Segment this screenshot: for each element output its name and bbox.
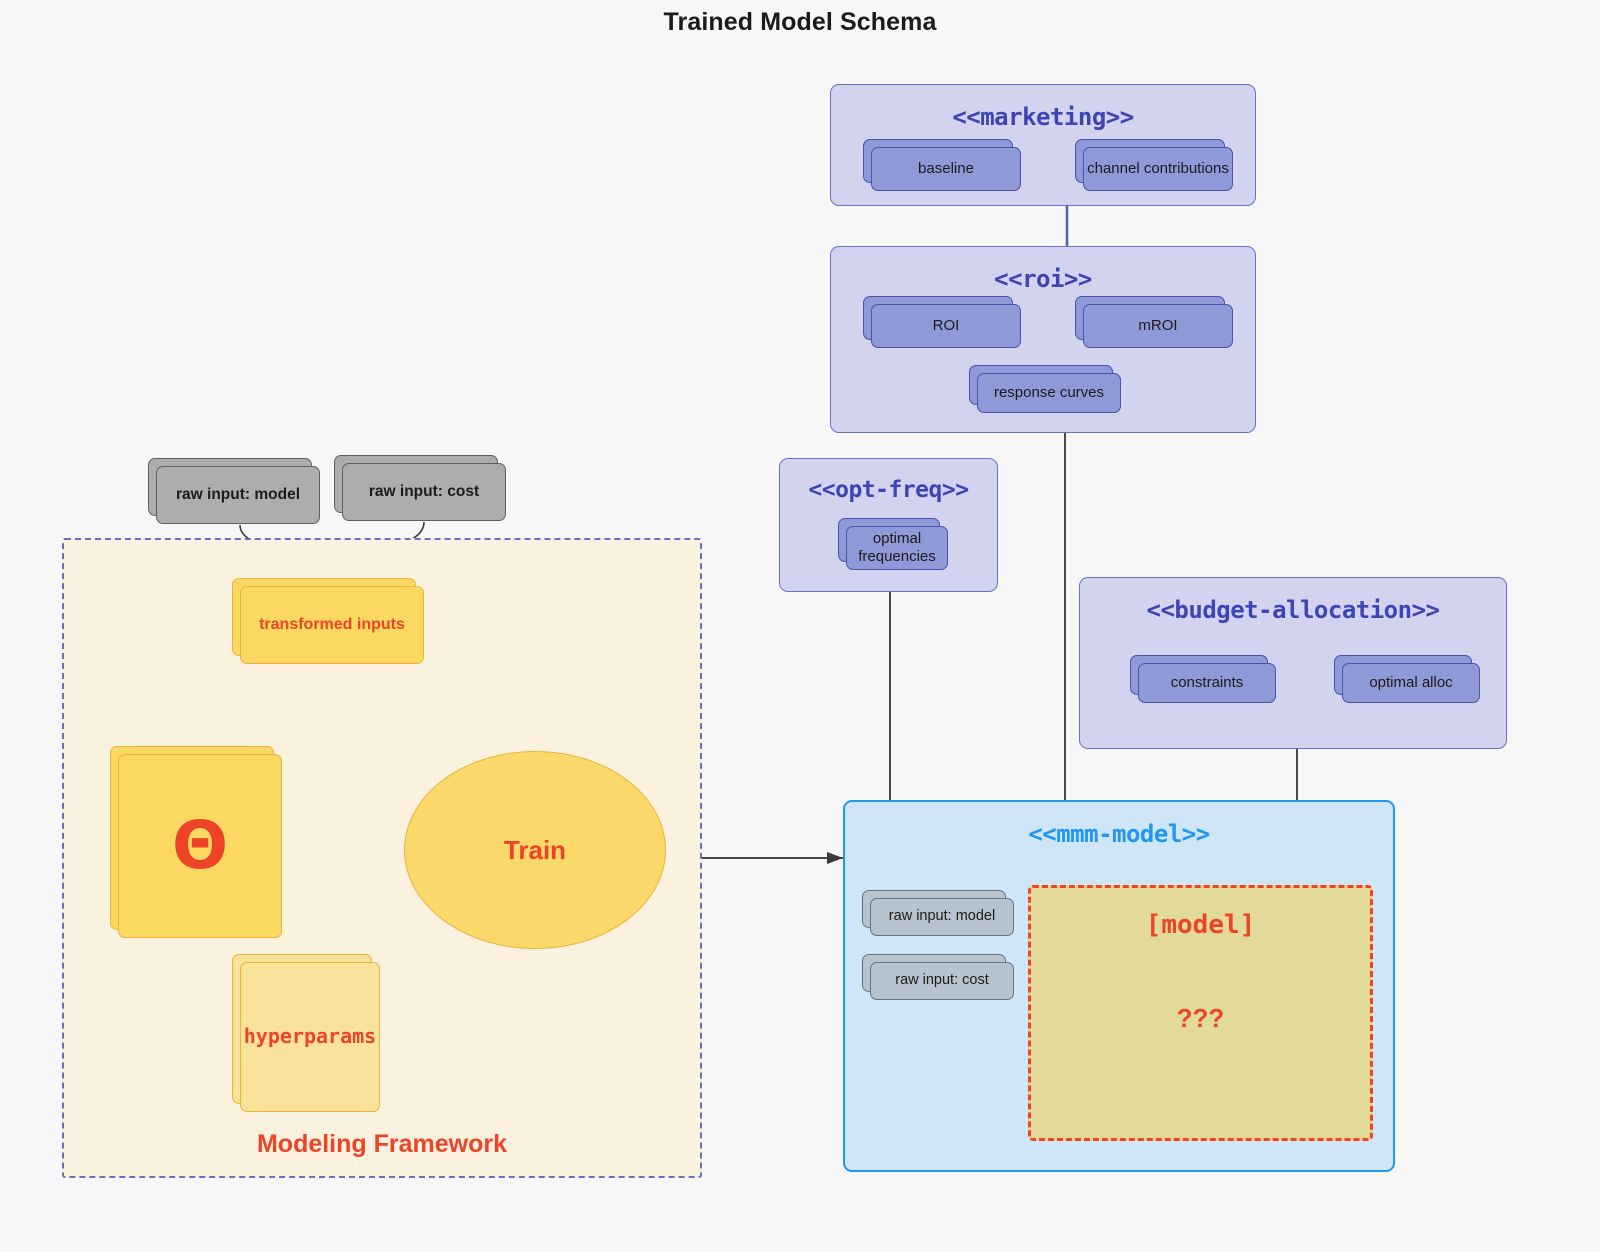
node-channel-contributions-label: channel contributions xyxy=(1083,147,1233,191)
node-mroi[interactable]: mROI xyxy=(1075,296,1233,348)
model-placeholder-box[interactable]: [model] ??? xyxy=(1028,885,1373,1141)
node-theta-label: Θ xyxy=(118,754,282,938)
node-response-curves[interactable]: response curves xyxy=(969,365,1121,413)
node-constraints-label: constraints xyxy=(1138,663,1276,703)
node-mmm-raw-input-cost[interactable]: raw input: cost xyxy=(862,954,1014,1000)
node-response-curves-label: response curves xyxy=(977,373,1121,413)
node-optimal-frequencies[interactable]: optimal frequencies xyxy=(838,518,948,570)
node-optimal-alloc[interactable]: optimal alloc xyxy=(1334,655,1480,703)
node-roi-label: ROI xyxy=(871,304,1021,348)
node-raw-input-cost-label: raw input: cost xyxy=(342,463,506,521)
node-hyperparams-label: hyperparams xyxy=(240,962,380,1112)
model-placeholder-title: [model] xyxy=(1145,910,1256,940)
node-transformed-inputs-label: transformed inputs xyxy=(240,586,424,664)
node-channel-contributions[interactable]: channel contributions xyxy=(1075,139,1233,191)
node-raw-input-cost[interactable]: raw input: cost xyxy=(334,455,506,521)
node-raw-input-model-label: raw input: model xyxy=(156,466,320,524)
page-title: Trained Model Schema xyxy=(663,8,937,36)
package-marketing[interactable]: <<marketing>> baseline channel contribut… xyxy=(830,84,1256,206)
node-optimal-frequencies-line1: optimal xyxy=(872,530,922,548)
node-baseline[interactable]: baseline xyxy=(863,139,1021,191)
node-train[interactable]: Train xyxy=(404,751,666,949)
node-mroi-label: mROI xyxy=(1083,304,1233,348)
theta-glyph: Θ xyxy=(171,807,229,884)
modeling-framework-label: Modeling Framework xyxy=(256,1130,508,1158)
package-marketing-title: <<marketing>> xyxy=(952,103,1134,131)
package-opt-freq[interactable]: <<opt-freq>> optimal frequencies xyxy=(779,458,998,592)
node-mmm-raw-input-model[interactable]: raw input: model xyxy=(862,890,1014,936)
package-roi-title: <<roi>> xyxy=(994,265,1092,293)
node-roi[interactable]: ROI xyxy=(863,296,1021,348)
node-transformed-inputs[interactable]: transformed inputs xyxy=(232,578,424,664)
model-placeholder-unknown: ??? xyxy=(1176,1003,1225,1033)
node-optimal-frequencies-line2: frequencies xyxy=(858,548,936,565)
package-opt-freq-title: <<opt-freq>> xyxy=(808,477,969,503)
node-hyperparams[interactable]: hyperparams xyxy=(232,954,380,1112)
package-mmm-model[interactable]: <<mmm-model>> raw input: model raw input… xyxy=(843,800,1395,1172)
package-budget-allocation-title: <<budget-allocation>> xyxy=(1146,596,1440,624)
node-mmm-raw-input-model-label: raw input: model xyxy=(870,898,1014,936)
node-train-label: Train xyxy=(503,834,567,865)
node-optimal-alloc-label: optimal alloc xyxy=(1342,663,1480,703)
node-mmm-raw-input-cost-label: raw input: cost xyxy=(870,962,1014,1000)
package-roi[interactable]: <<roi>> ROI mROI response curves xyxy=(830,246,1256,433)
package-mmm-model-title: <<mmm-model>> xyxy=(1028,820,1210,848)
node-baseline-label: baseline xyxy=(871,147,1021,191)
package-budget-allocation[interactable]: <<budget-allocation>> constraints optima… xyxy=(1079,577,1507,749)
node-theta[interactable]: Θ xyxy=(110,746,282,938)
node-raw-input-model[interactable]: raw input: model xyxy=(148,458,320,524)
node-optimal-frequencies-label: optimal frequencies xyxy=(846,526,948,570)
node-constraints[interactable]: constraints xyxy=(1130,655,1276,703)
